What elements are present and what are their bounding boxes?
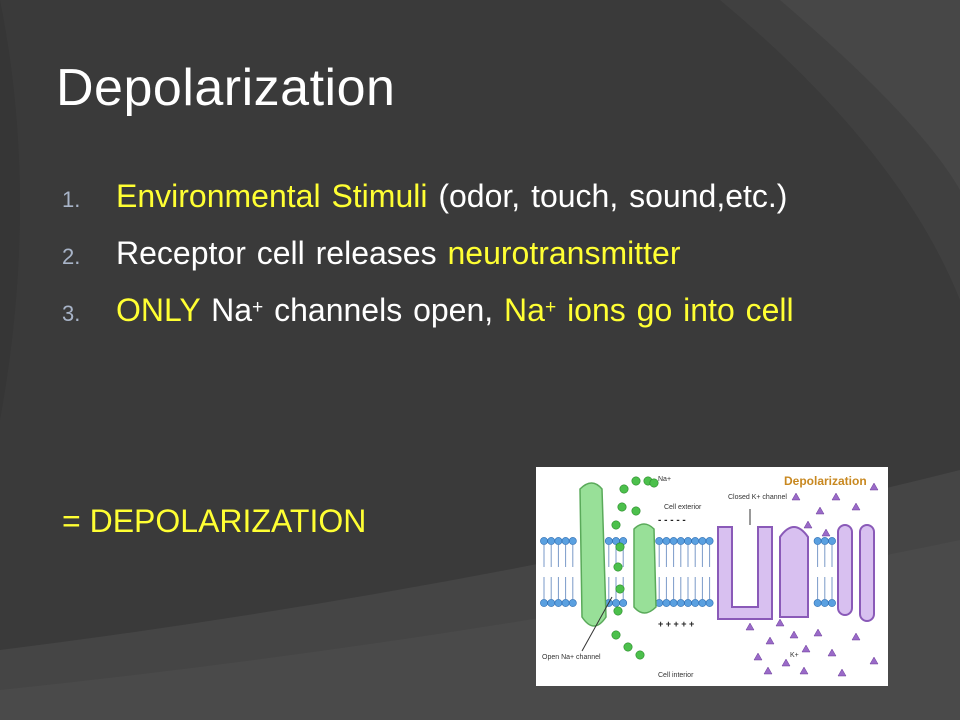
label-closed-k: Closed K+ channel (728, 494, 787, 501)
plain-text: channels open, (263, 292, 505, 328)
list-item: 2. Receptor cell releases neurotransmitt… (62, 233, 822, 277)
k-channel (717, 526, 773, 620)
list-item: 3. ONLY Na+ channels open, Na+ ions go i… (62, 290, 822, 334)
ion-particles (611, 476, 879, 677)
bullet-list: 1. Environmental Stimuli (odor, touch, s… (62, 176, 822, 347)
k-channel (859, 524, 875, 622)
list-item: 1. Environmental Stimuli (odor, touch, s… (62, 176, 822, 220)
label-open-na: Open Na+ channel (542, 654, 601, 661)
lipid-bilayer (540, 537, 836, 607)
item-text: Environmental Stimuli (odor, touch, soun… (116, 176, 822, 220)
highlight-text: Na (504, 292, 545, 328)
label-exterior: Cell exterior (664, 504, 702, 511)
slide-title: Depolarization (56, 59, 396, 117)
item-number: 2. (62, 244, 81, 269)
item-number: 3. (62, 301, 81, 326)
label-na: Na+ (658, 476, 671, 483)
item-number: 1. (62, 187, 81, 212)
highlight-text: Environmental Stimuli (116, 178, 428, 214)
charge-bottom: + + + + + (658, 619, 694, 629)
plain-text: Receptor cell releases (116, 235, 448, 271)
k-channel (779, 526, 809, 618)
pointer-line (581, 596, 613, 652)
k-channel (837, 524, 853, 616)
item-text: ONLY Na+ channels open, Na+ ions go into… (116, 290, 822, 334)
label-k: K+ (790, 652, 799, 659)
conclusion-text: = DEPOLARIZATION (62, 503, 367, 539)
item-text: Receptor cell releases neurotransmitter (116, 233, 822, 277)
superscript: + (251, 297, 264, 318)
highlight-text: ions go into cell (556, 292, 794, 328)
depolarization-diagram: Depolarization Na+ Cell exterior Closed … (536, 467, 888, 686)
membrane-illustration: Depolarization Na+ Cell exterior Closed … (540, 474, 879, 679)
na-channel-right (633, 523, 657, 614)
highlight-text: neurotransmitter (447, 235, 681, 271)
label-interior: Cell interior (658, 672, 694, 679)
figure-title: Depolarization (784, 474, 867, 488)
highlight-text: ONLY (116, 292, 201, 328)
plain-text: Na (200, 292, 252, 328)
plain-text: (odor, touch, sound,etc.) (427, 178, 788, 214)
na-channel-left (579, 482, 607, 627)
superscript: + (544, 297, 557, 318)
charge-top: - - - - - (658, 515, 686, 526)
